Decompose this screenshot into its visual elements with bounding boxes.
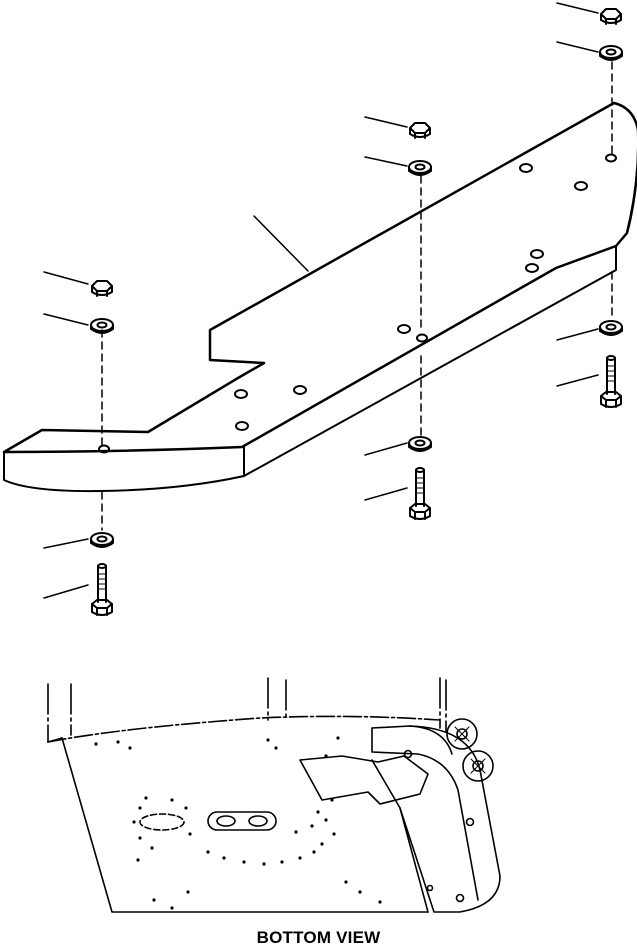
- bottom-view-drawing: [47, 677, 501, 913]
- right-fastener-stack: [556, 2, 623, 408]
- assembly-centerlines: [101, 61, 613, 531]
- bottom-view-label: BOTTOM VIEW: [256, 928, 381, 947]
- middle-fastener-stack: [364, 116, 432, 520]
- counterweight-plate: [2, 101, 637, 493]
- left-fastener-stack: [43, 271, 114, 616]
